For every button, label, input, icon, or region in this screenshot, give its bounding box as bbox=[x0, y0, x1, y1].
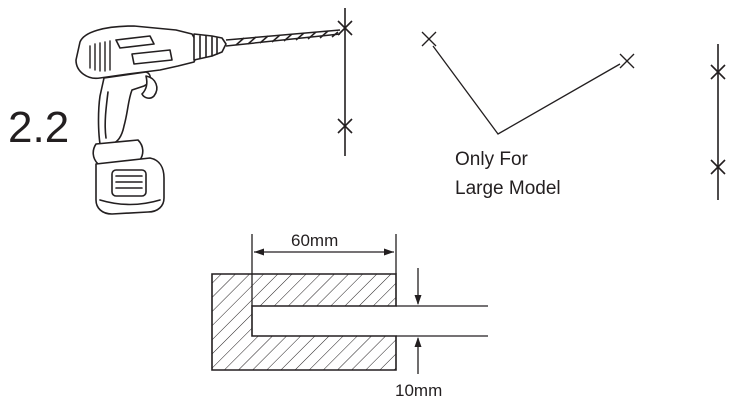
large-model-note-line2: Large Model bbox=[455, 178, 561, 199]
drill-trigger bbox=[141, 75, 158, 99]
section-detail: 60mm 10mm bbox=[211, 231, 488, 400]
arrowhead bbox=[414, 295, 422, 305]
cross-mark-icon bbox=[337, 118, 353, 134]
cross-mark-icon bbox=[619, 53, 635, 69]
width-dimension-label: 60mm bbox=[291, 231, 338, 250]
arrowhead bbox=[384, 248, 394, 256]
cross-mark-icon bbox=[421, 31, 437, 47]
hatched-section bbox=[211, 273, 397, 371]
drill-icon bbox=[75, 25, 227, 215]
gap-dimension-label: 10mm bbox=[395, 381, 442, 400]
wall-line-right bbox=[710, 44, 726, 200]
cross-mark-icon bbox=[710, 64, 726, 80]
wall-line-left bbox=[337, 8, 353, 156]
vent-slots bbox=[89, 40, 111, 72]
drill-chuck bbox=[193, 33, 227, 61]
large-model-note-line1: Only For bbox=[455, 149, 529, 170]
angled-marks bbox=[421, 31, 635, 135]
cross-mark-icon bbox=[710, 159, 726, 175]
arrowhead bbox=[254, 248, 264, 256]
arrowhead bbox=[414, 337, 422, 347]
cross-mark-icon bbox=[337, 20, 353, 36]
drill-bit bbox=[225, 29, 341, 47]
step-number: 2.2 bbox=[8, 103, 69, 152]
